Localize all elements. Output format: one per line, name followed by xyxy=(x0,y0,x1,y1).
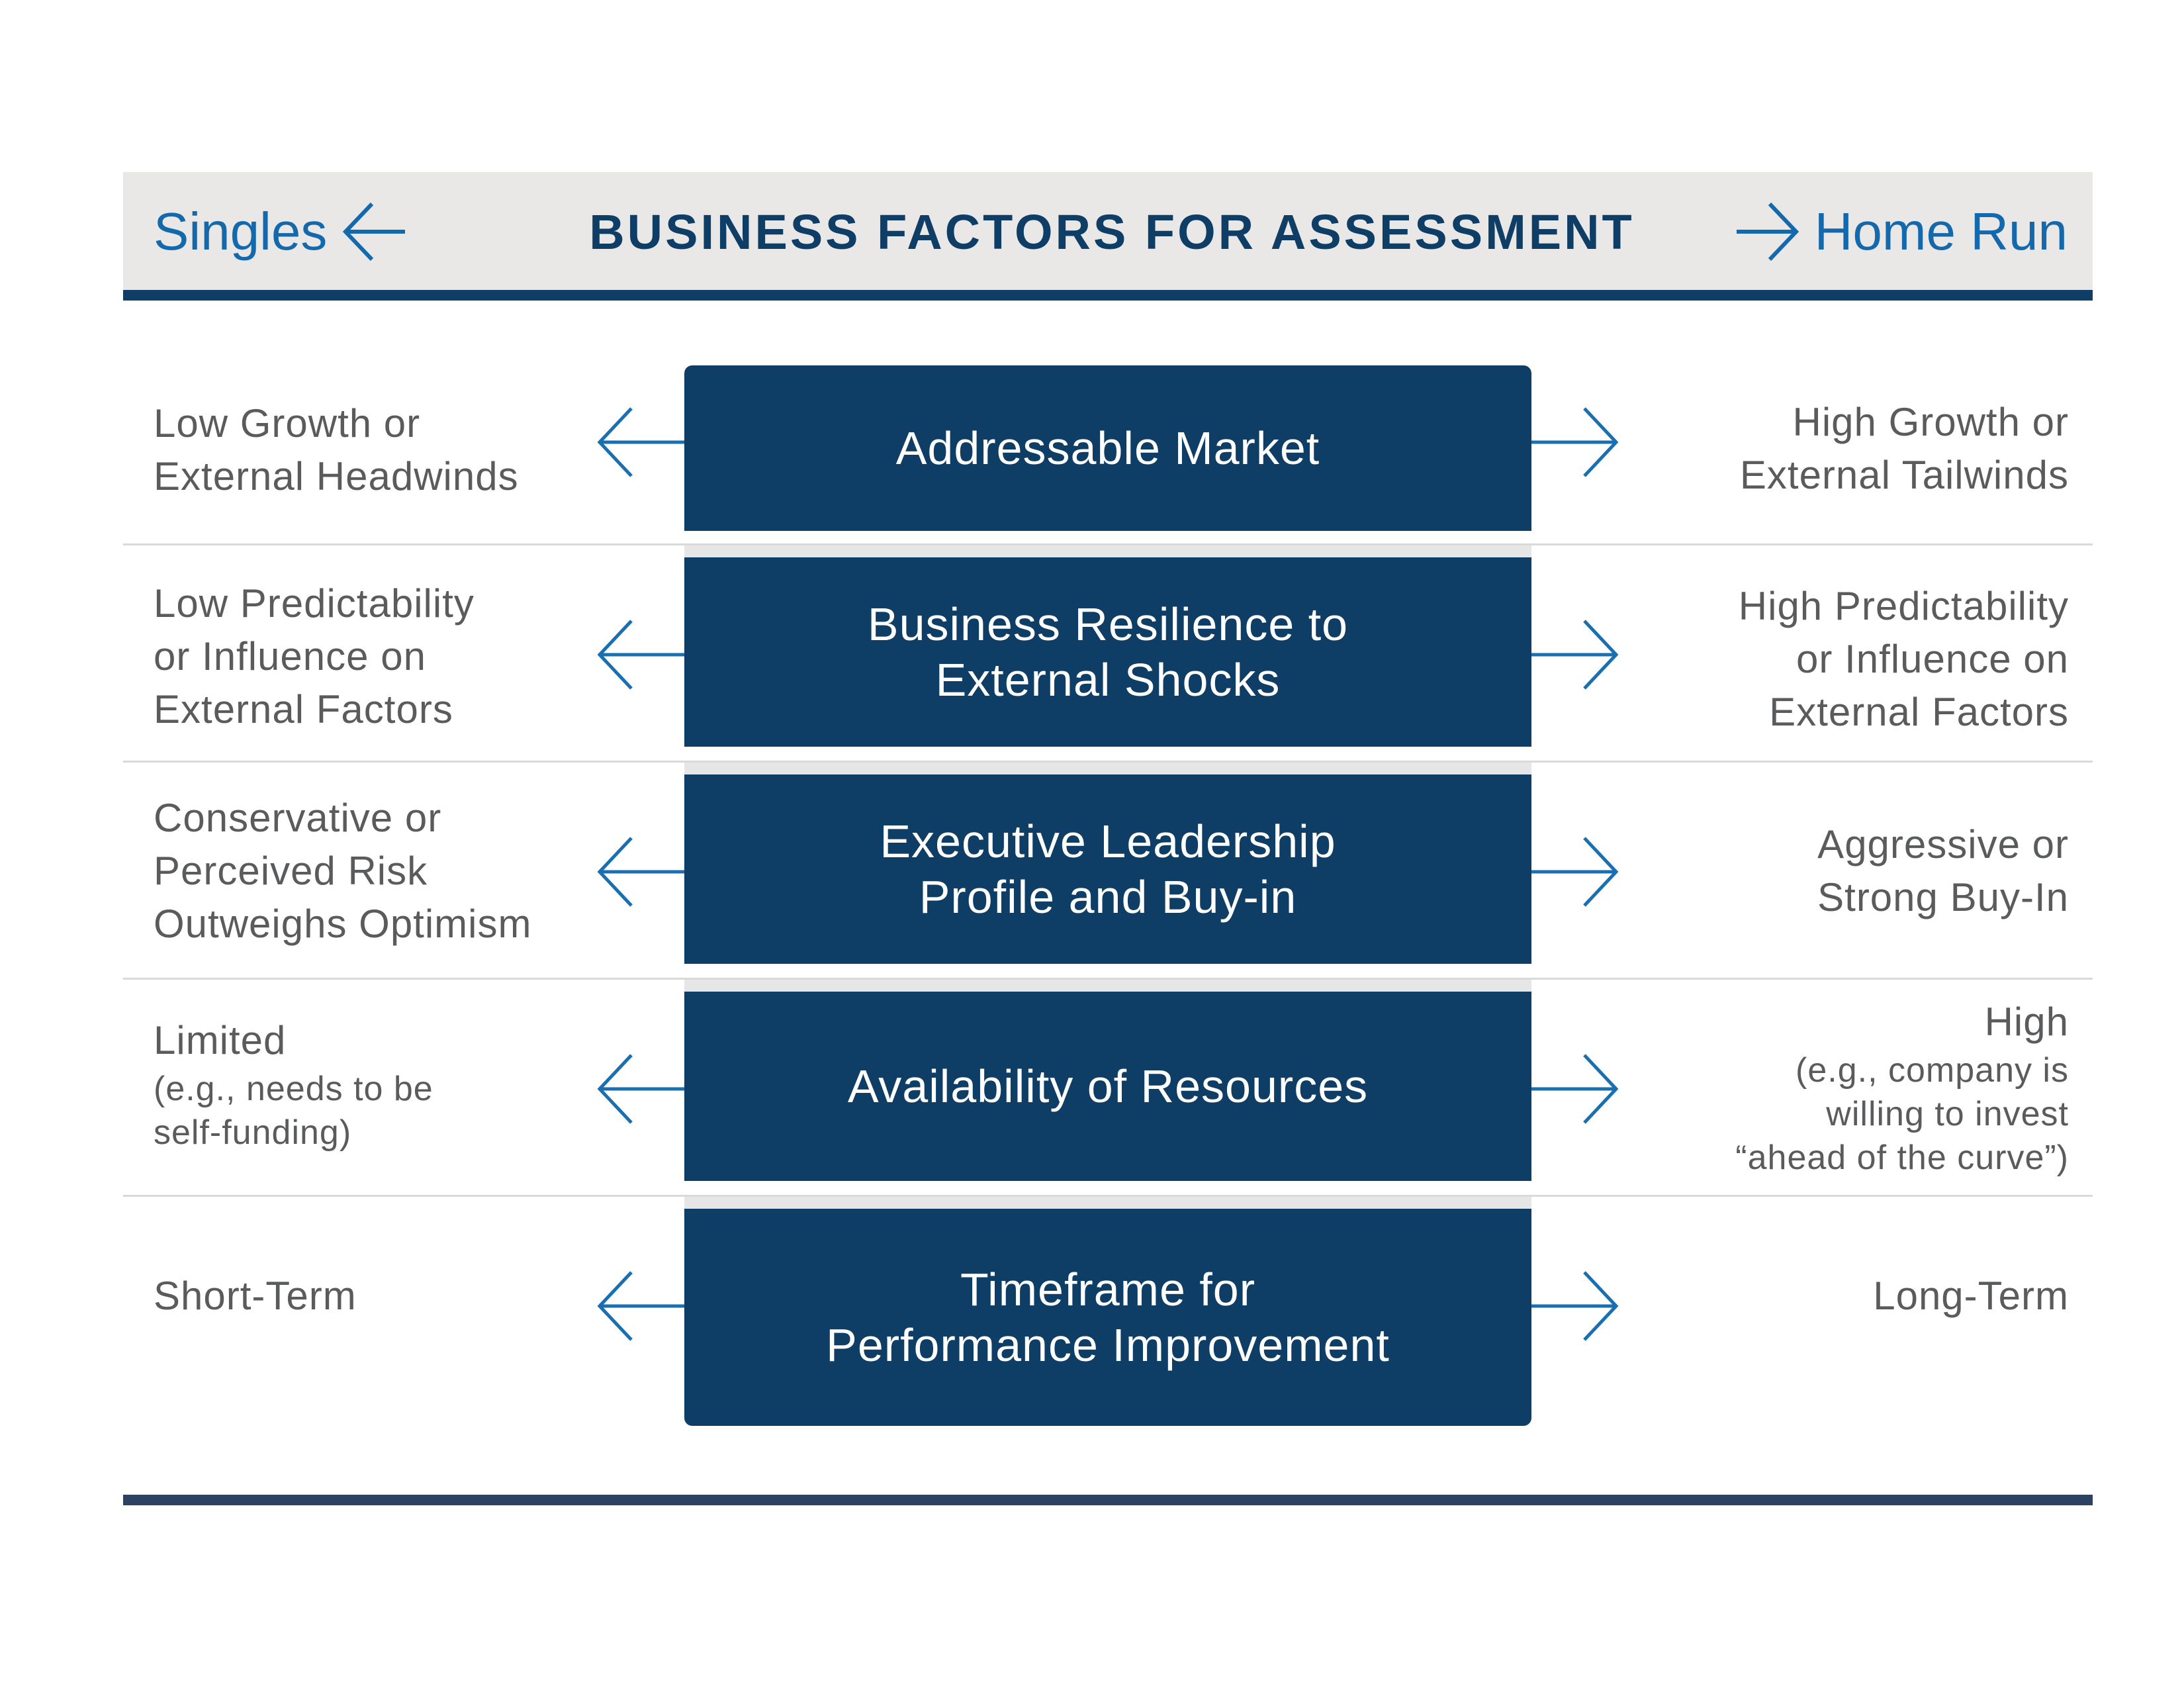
box-spacer xyxy=(684,545,1531,557)
home-run-label: Home Run xyxy=(1814,202,2068,261)
right-descriptor: High Growth or External Tailwinds xyxy=(1739,400,2069,497)
home-run-label-group: Home Run xyxy=(1734,192,2068,271)
left-descriptor: Short-Term xyxy=(154,1274,357,1318)
left-descriptor: Low Predictability or Influence on Exter… xyxy=(154,581,475,731)
arrow-right-icon xyxy=(1531,1053,1619,1125)
arrow-left-icon xyxy=(597,618,684,691)
left-descriptor: Limited (e.g., needs to be self-funding) xyxy=(154,1014,657,1154)
row-divider xyxy=(123,761,2093,763)
factor-row: Limited (e.g., needs to be self-funding)… xyxy=(123,980,2093,1197)
factor-row: Conservative or Perceived Risk Outweighs… xyxy=(123,763,2093,980)
arrow-right-icon xyxy=(1734,199,1800,265)
row-divider xyxy=(123,543,2093,545)
box-spacer xyxy=(684,1197,1531,1209)
row-divider xyxy=(123,978,2093,980)
factor-row: Low Predictability or Influence on Exter… xyxy=(123,545,2093,763)
bottom-rule xyxy=(123,1495,2093,1505)
row-divider xyxy=(123,1195,2093,1197)
right-descriptor-main: High xyxy=(1984,1000,2069,1044)
singles-label-group: Singles xyxy=(154,192,408,271)
box-spacer xyxy=(684,980,1531,992)
page-title: BUSINESS FACTORS FOR ASSESSMENT xyxy=(589,204,1635,259)
right-descriptor-note: (e.g., company is willing to invest “ahe… xyxy=(1735,1051,2069,1177)
right-descriptor: Aggressive or Strong Buy-In xyxy=(1817,822,2069,919)
left-descriptor: Low Growth or External Headwinds xyxy=(154,401,519,498)
singles-label: Singles xyxy=(154,202,328,261)
factor-box: Availability of Resources xyxy=(684,992,1531,1181)
box-spacer xyxy=(684,763,1531,774)
right-descriptor: High Predictability or Influence on Exte… xyxy=(1738,584,2069,734)
arrow-left-icon xyxy=(597,1270,684,1342)
header-rule xyxy=(123,290,2093,301)
arrow-right-icon xyxy=(1531,618,1619,691)
arrow-right-icon xyxy=(1531,406,1619,479)
factor-row: Low Growth or External Headwinds Address… xyxy=(123,363,2093,545)
arrow-left-icon xyxy=(597,1053,684,1125)
left-descriptor-note: (e.g., needs to be self-funding) xyxy=(154,1070,433,1152)
arrow-left-icon xyxy=(597,835,684,908)
factor-box: Executive Leadership Profile and Buy-in xyxy=(684,774,1531,964)
right-descriptor: High (e.g., company is willing to invest… xyxy=(1566,996,2069,1180)
right-descriptor: Long-Term xyxy=(1873,1274,2069,1318)
arrow-left-icon xyxy=(597,406,684,479)
factor-box: Timeframe for Performance Improvement xyxy=(684,1209,1531,1426)
factor-row: Short-Term Timeframe for Performance Imp… xyxy=(123,1197,2093,1426)
factor-box: Addressable Market xyxy=(684,365,1531,531)
factor-box: Business Resilience to External Shocks xyxy=(684,557,1531,747)
arrow-left-icon xyxy=(341,199,408,265)
left-descriptor: Conservative or Perceived Risk Outweighs… xyxy=(154,796,532,946)
arrow-right-icon xyxy=(1531,835,1619,908)
arrow-right-icon xyxy=(1531,1270,1619,1342)
left-descriptor-main: Limited xyxy=(154,1018,287,1062)
